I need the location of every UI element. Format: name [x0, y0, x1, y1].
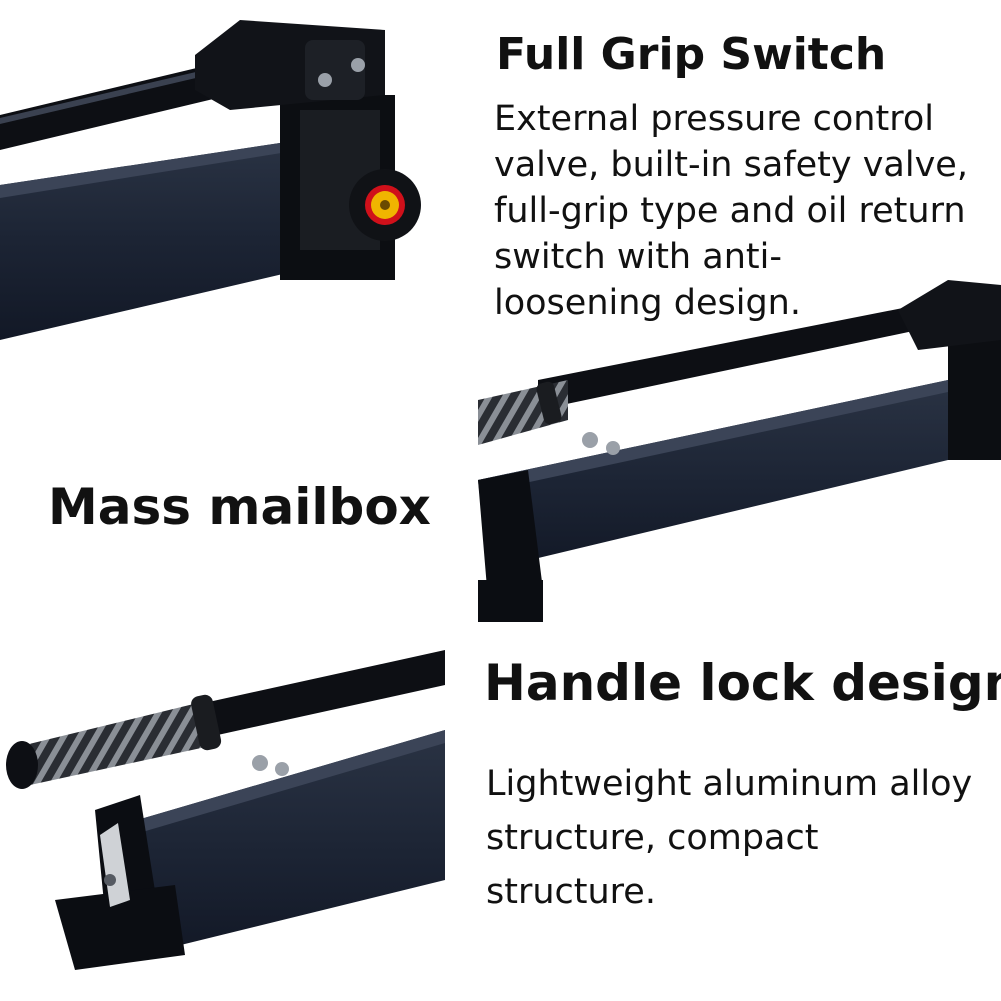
full-grip-switch-heading: Full Grip Switch	[496, 29, 887, 80]
pump-side-photo	[478, 280, 1001, 622]
full-grip-line: full-grip type and oil return	[494, 191, 966, 231]
full-grip-line: loosening design.	[494, 283, 801, 323]
valve-closeup-photo	[0, 20, 421, 340]
handle-lock-design-heading: Handle lock design	[484, 654, 1001, 712]
handle-lock-photo	[6, 650, 445, 970]
handle-lock-design-description: Lightweight aluminum alloy structure, co…	[486, 757, 996, 919]
handle-lock-line: structure, compact structure.	[486, 818, 819, 912]
full-grip-line: valve, built-in safety valve,	[494, 145, 968, 185]
full-grip-line: switch with anti-	[494, 237, 782, 277]
full-grip-line: External pressure control	[494, 99, 934, 139]
mass-mailbox-heading: Mass mailbox	[48, 478, 431, 536]
handle-lock-line: Lightweight aluminum alloy	[486, 764, 973, 804]
full-grip-switch-description: External pressure control valve, built-i…	[494, 96, 994, 326]
